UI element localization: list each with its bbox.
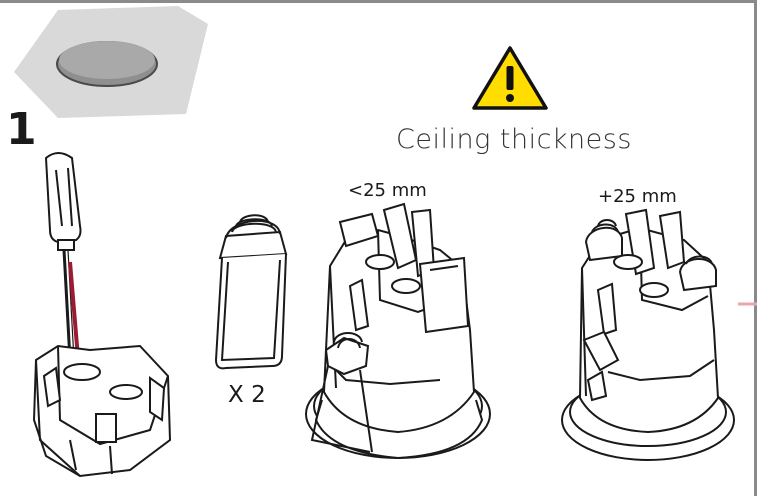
step-number: 1 bbox=[6, 104, 37, 155]
base-housing-illustration bbox=[32, 344, 172, 478]
option-label-large: +25 mm bbox=[598, 186, 677, 207]
option-label-small: <25 mm bbox=[348, 180, 427, 201]
spring-clip-illustration bbox=[214, 214, 288, 370]
screwdriver-illustration bbox=[44, 152, 82, 361]
spring-quantity-label: X 2 bbox=[228, 382, 266, 408]
fixture-small-ceiling-illustration bbox=[305, 202, 491, 460]
frame-top-border bbox=[0, 0, 757, 3]
ceiling-thickness-heading: Ceiling thickness bbox=[396, 124, 632, 155]
frame-right-border bbox=[754, 0, 757, 496]
warning-triangle-icon bbox=[472, 46, 548, 110]
ceiling-panel-illustration bbox=[14, 6, 208, 118]
fixture-large-ceiling-illustration bbox=[561, 208, 735, 461]
cutout-disc-top bbox=[59, 41, 155, 79]
